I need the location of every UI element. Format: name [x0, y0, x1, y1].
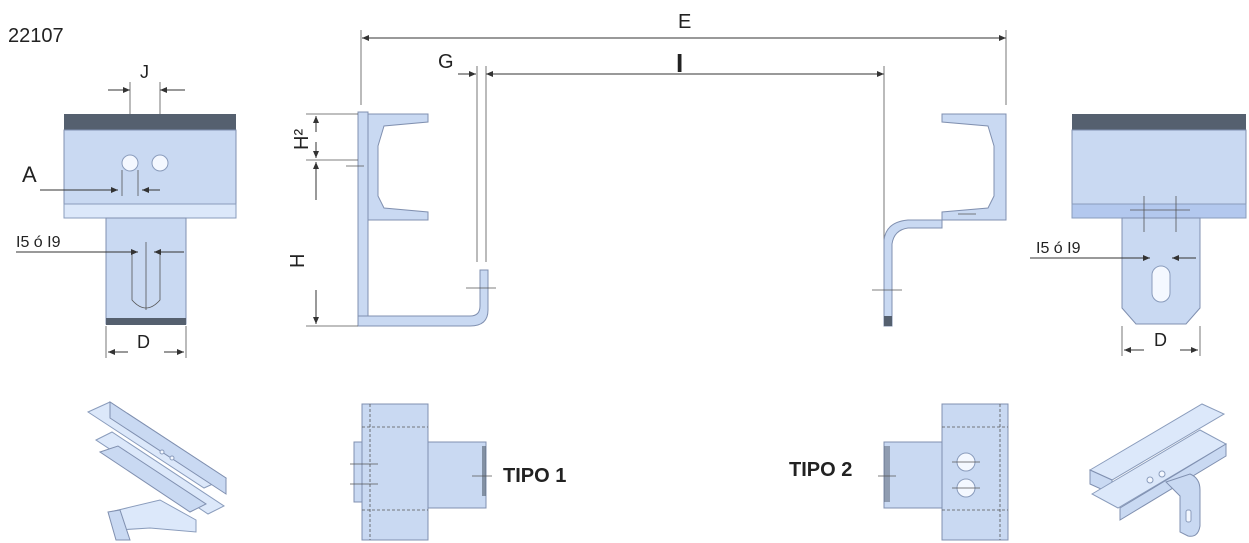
dim-label-h2: H²: [291, 129, 313, 150]
dim-label-h: H: [287, 254, 309, 268]
dim-label-e: E: [678, 11, 691, 33]
dim-g-i: G I: [438, 48, 885, 290]
dim-label-i: I: [676, 48, 683, 78]
tipo1-side-profile: H² H: [287, 111, 496, 327]
dim-label-slot-right: I5 ó I9: [1036, 240, 1081, 257]
dim-label-slot-left: I5 ó I9: [16, 234, 61, 251]
tipo2-front-view: TIPO 2: [789, 403, 1009, 541]
dim-e: E: [360, 11, 1007, 105]
product-code: 22107: [8, 25, 64, 47]
dim-label-d-left: D: [137, 332, 150, 352]
label-tipo2: TIPO 2: [789, 459, 852, 481]
label-tipo1: TIPO 1: [503, 465, 566, 487]
left-isometric-view: [86, 401, 228, 541]
right-isometric-view: [1088, 403, 1228, 537]
tipo2-side-profile: [872, 113, 1007, 327]
dim-label-d-right: D: [1154, 330, 1167, 350]
right-top-view: I5 ó I9 D: [1030, 114, 1247, 356]
dim-label-a: A: [22, 162, 37, 187]
dim-label-g: G: [438, 51, 454, 73]
tipo1-front-view: TIPO 1: [350, 403, 566, 541]
dim-label-j: J: [140, 62, 149, 82]
hole-left: [121, 154, 139, 172]
left-top-view: J A I5 ó I9 D: [16, 62, 237, 358]
hole-right: [151, 154, 169, 172]
